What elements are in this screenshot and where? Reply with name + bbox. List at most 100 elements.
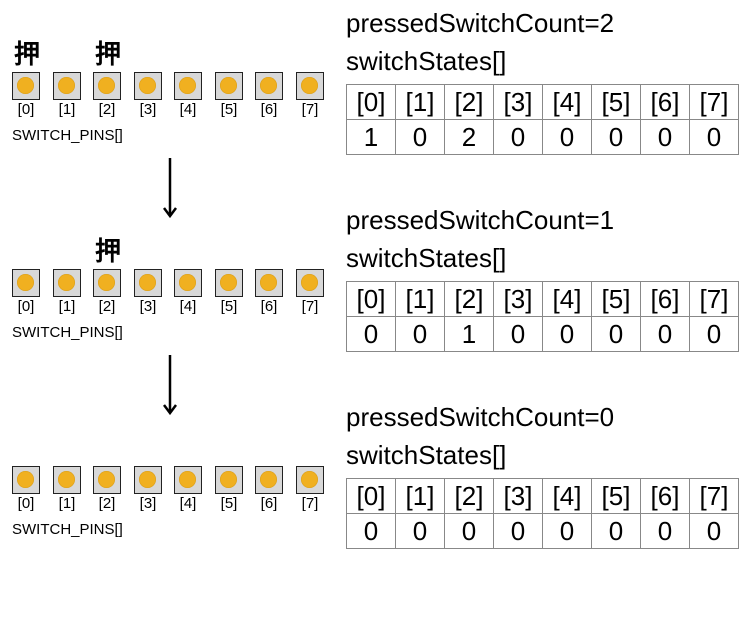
switch-index: [4] [179, 495, 197, 512]
table-value-cell: 0 [640, 513, 690, 549]
led-icon [98, 77, 115, 94]
switch-pins-label: SWITCH_PINS[] [12, 521, 123, 538]
table-value-row: 1 0 2 0 0 0 0 0 [346, 119, 739, 155]
led-icon [301, 77, 318, 94]
table-value-row: 0 0 0 0 0 0 0 0 [346, 513, 739, 549]
switch-index: [1] [58, 101, 76, 118]
table-header-cell: [6] [640, 478, 690, 514]
switch-0 [12, 269, 40, 297]
switch-index: [3] [139, 298, 157, 315]
switch-states-label: switchStates[] [346, 243, 507, 273]
switch-row: 押 [0] [1] [2] [3] [4] [5] [6] [7] [10, 237, 330, 315]
switch-index: [6] [260, 298, 278, 315]
led-icon [301, 471, 318, 488]
led-icon [260, 471, 277, 488]
led-icon [17, 274, 34, 291]
table-header-cell: [5] [591, 478, 641, 514]
led-icon [139, 274, 156, 291]
table-value-cell: 0 [640, 316, 690, 352]
table-value-cell: 1 [346, 119, 396, 155]
switch-7 [296, 269, 324, 297]
switch-row: 押 押 [0] [1] [2] [3] [4] [5] [6] [7] [10, 40, 330, 118]
table-value-cell: 0 [395, 316, 445, 352]
table-value-cell: 1 [444, 316, 494, 352]
down-arrow-icon [163, 355, 177, 416]
table-header-cell: [0] [346, 281, 396, 317]
switch-index: [6] [260, 495, 278, 512]
switch-0 [12, 466, 40, 494]
switch-index: [4] [179, 298, 197, 315]
switch-3 [134, 269, 162, 297]
switch-1 [53, 269, 81, 297]
led-icon [260, 77, 277, 94]
switch-index: [5] [220, 101, 238, 118]
table-value-cell: 0 [444, 513, 494, 549]
table-value-cell: 0 [591, 513, 641, 549]
led-icon [58, 471, 75, 488]
led-icon [179, 77, 196, 94]
table-header-cell: [7] [689, 84, 739, 120]
table-header-cell: [1] [395, 84, 445, 120]
switch-4 [174, 269, 202, 297]
table-value-cell: 0 [689, 119, 739, 155]
table-header-cell: [4] [542, 84, 592, 120]
switch-row: [0] [1] [2] [3] [4] [5] [6] [7] [10, 434, 330, 512]
switch-index: [6] [260, 101, 278, 118]
led-icon [220, 77, 237, 94]
switch-index: [2] [98, 298, 116, 315]
led-icon [98, 274, 115, 291]
pressed-mark: 押 [13, 40, 40, 70]
led-icon [17, 77, 34, 94]
switch-6 [255, 269, 283, 297]
down-arrow-icon [163, 158, 177, 219]
switch-states-label: switchStates[] [346, 46, 507, 76]
table-value-cell: 0 [493, 119, 543, 155]
table-header-cell: [5] [591, 84, 641, 120]
switch-index: [1] [58, 495, 76, 512]
led-icon [58, 274, 75, 291]
table-value-cell: 0 [542, 119, 592, 155]
table-value-cell: 0 [395, 119, 445, 155]
table-header-row: [0] [1] [2] [3] [4] [5] [6] [7] [346, 478, 739, 514]
table-value-cell: 2 [444, 119, 494, 155]
table-header-cell: [5] [591, 281, 641, 317]
switch-index: [7] [301, 101, 319, 118]
table-value-cell: 0 [493, 316, 543, 352]
switch-index: [2] [98, 495, 116, 512]
switch-7 [296, 72, 324, 100]
table-header-cell: [6] [640, 281, 690, 317]
switch-2 [93, 466, 121, 494]
switch-0 [12, 72, 40, 100]
led-icon [220, 471, 237, 488]
stage-2: 押 [0] [1] [2] [3] [4] [5] [6] [7] SWITCH… [0, 237, 750, 427]
table-header-cell: [6] [640, 84, 690, 120]
led-icon [179, 274, 196, 291]
switch-index: [7] [301, 495, 319, 512]
switch-index: [5] [220, 495, 238, 512]
switch-6 [255, 466, 283, 494]
table-header-row: [0] [1] [2] [3] [4] [5] [6] [7] [346, 84, 739, 120]
table-header-cell: [2] [444, 281, 494, 317]
switch-6 [255, 72, 283, 100]
table-header-row: [0] [1] [2] [3] [4] [5] [6] [7] [346, 281, 739, 317]
table-value-cell: 0 [689, 513, 739, 549]
switch-index: [1] [58, 298, 76, 315]
table-header-cell: [4] [542, 478, 592, 514]
led-icon [301, 274, 318, 291]
switch-states-table: [0] [1] [2] [3] [4] [5] [6] [7] 1 0 2 0 … [346, 84, 739, 155]
switch-2 [93, 269, 121, 297]
stage-3: [0] [1] [2] [3] [4] [5] [6] [7] SWITCH_P… [0, 434, 750, 624]
table-header-cell: [2] [444, 478, 494, 514]
table-value-cell: 0 [346, 316, 396, 352]
table-value-cell: 0 [493, 513, 543, 549]
switch-index: [0] [17, 298, 35, 315]
switch-pins-label: SWITCH_PINS[] [12, 127, 123, 144]
switch-index: [0] [17, 101, 35, 118]
table-value-cell: 0 [591, 119, 641, 155]
switch-index: [3] [139, 101, 157, 118]
switch-1 [53, 72, 81, 100]
led-icon [260, 274, 277, 291]
switch-3 [134, 72, 162, 100]
switch-index: [3] [139, 495, 157, 512]
switch-index: [7] [301, 298, 319, 315]
